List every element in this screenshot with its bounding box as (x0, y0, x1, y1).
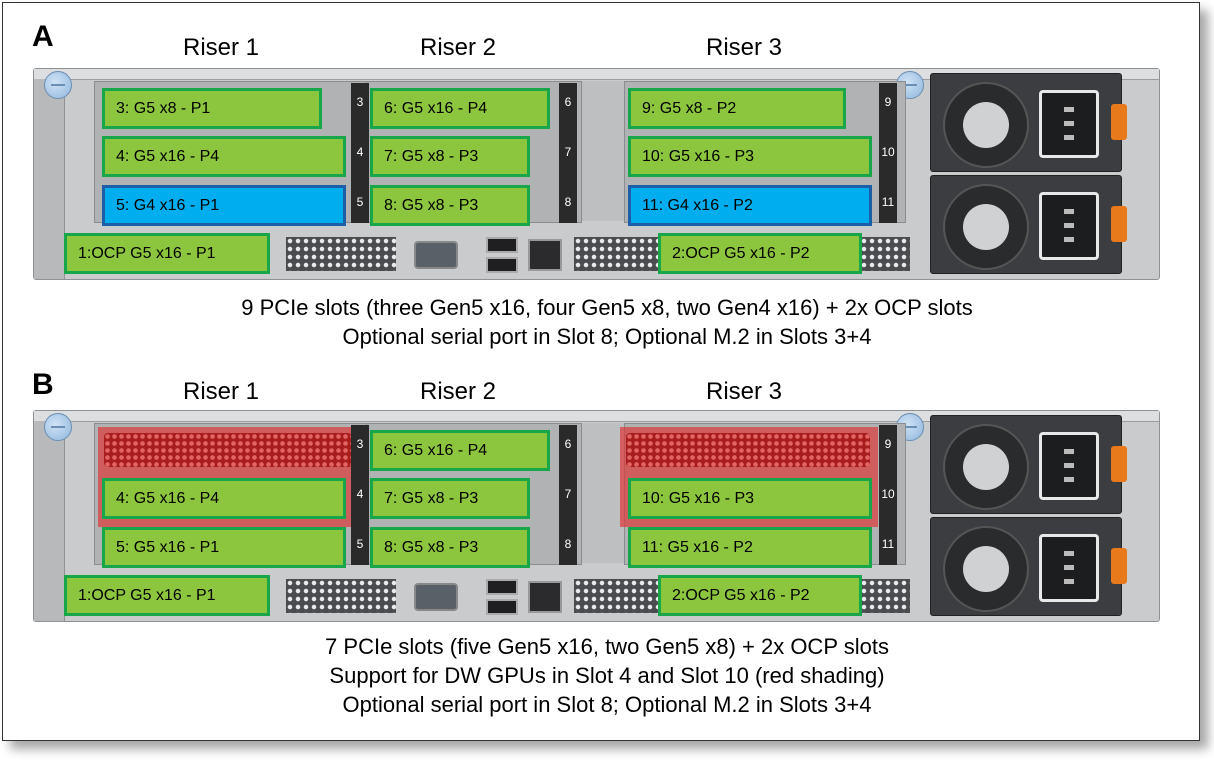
vent-grille (286, 579, 396, 613)
panel-a-slot-11: 11: G4 x16 - P2 (628, 185, 872, 226)
panel-b-slot-4: 4: G5 x16 - P4 (102, 478, 346, 519)
slot-number: 3 (356, 95, 364, 109)
panel-b-slot-5: 5: G5 x16 - P1 (102, 527, 346, 568)
riser-3-slot-strip: 9 10 11 (879, 425, 897, 565)
power-supply-icon (930, 175, 1127, 274)
center-panel (582, 423, 624, 563)
ethernet-port-icon (528, 239, 562, 271)
chassis-left-ear (34, 79, 65, 279)
power-inlet-icon (1039, 534, 1099, 602)
usb-port-icon (486, 237, 518, 253)
panel-b-caption-line-2: Support for DW GPUs in Slot 4 and Slot 1… (329, 663, 885, 688)
power-supply-icon (930, 415, 1127, 514)
panel-b-slot-6: 6: G5 x16 - P4 (370, 430, 550, 471)
riser-1-slot-strip: 3 4 5 (351, 425, 369, 565)
vga-port-icon (414, 583, 458, 611)
slot-number: 7 (564, 487, 572, 501)
panel-b-slot-10: 10: G5 x16 - P3 (628, 478, 872, 519)
slot-number: 6 (564, 437, 572, 451)
panel-a-slot-7: 7: G5 x8 - P3 (370, 136, 530, 177)
psu-latch[interactable] (1111, 446, 1127, 482)
panel-a-slot-10: 10: G5 x16 - P3 (628, 136, 872, 177)
center-panel (582, 81, 624, 221)
slot-number: 8 (564, 195, 572, 209)
panel-b-slot-8: 8: G5 x8 - P3 (370, 527, 530, 568)
panel-b-ocp-slot-2: 2:OCP G5 x16 - P2 (658, 575, 862, 616)
vent-grille (574, 579, 658, 613)
slot-number: 10 (881, 145, 895, 159)
chassis-left-ear (34, 421, 65, 621)
panel-a-slot-8: 8: G5 x8 - P3 (370, 185, 530, 226)
slot-number: 10 (881, 487, 895, 501)
panel-b-label: B (32, 368, 54, 401)
panel-a-slot-3: 3: G5 x8 - P1 (102, 88, 322, 129)
power-inlet-icon (1039, 192, 1099, 260)
ethernet-port-icon (528, 581, 562, 613)
psu-latch[interactable] (1111, 104, 1127, 140)
panel-a-riser-3-label: Riser 3 (706, 34, 783, 61)
slot-number: 11 (881, 195, 895, 209)
thumbscrew-icon (44, 71, 72, 99)
fan-icon (943, 184, 1029, 270)
slot-number: 3 (356, 437, 364, 451)
panel-a-caption-line-1: 9 PCIe slots (three Gen5 x16, four Gen5 … (241, 295, 973, 320)
slot-number: 9 (884, 437, 892, 451)
panel-b-ocp-slot-1: 1:OCP G5 x16 - P1 (64, 575, 270, 616)
slot-number: 6 (564, 95, 572, 109)
panel-a-ocp-slot-1: 1:OCP G5 x16 - P1 (64, 233, 270, 274)
panel-a-slot-9: 9: G5 x8 - P2 (628, 88, 846, 129)
panel-b-caption-line-1: 7 PCIe slots (five Gen5 x16, two Gen5 x8… (325, 634, 889, 659)
chassis-top-rail (34, 411, 1159, 422)
panel-b-caption: 7 PCIe slots (five Gen5 x16, two Gen5 x8… (0, 632, 1214, 719)
panel-b-riser-3-label: Riser 3 (706, 378, 783, 405)
slot-number: 11 (881, 537, 895, 551)
slot-number: 7 (564, 145, 572, 159)
chassis-top-rail (34, 69, 1159, 80)
slot-number: 5 (356, 537, 364, 551)
power-supply-icon (930, 517, 1127, 616)
usb-port-icon (486, 599, 518, 615)
gpu-mesh (626, 433, 870, 467)
vga-port-icon (414, 241, 458, 269)
panel-b-riser-2-label: Riser 2 (420, 378, 497, 405)
fan-icon (943, 526, 1029, 612)
riser-1-slot-strip: 3 4 5 (351, 83, 369, 223)
panel-a-slot-5: 5: G4 x16 - P1 (102, 185, 346, 226)
fan-icon (943, 82, 1029, 168)
fan-icon (943, 424, 1029, 510)
panel-a-slot-6: 6: G5 x16 - P4 (370, 88, 550, 129)
slot-number: 4 (356, 145, 364, 159)
vent-grille (860, 579, 910, 613)
panel-b-slot-11: 11: G5 x16 - P2 (628, 527, 872, 568)
panel-a-riser-1-label: Riser 1 (183, 34, 260, 61)
thumbscrew-icon (44, 413, 72, 441)
panel-a-caption: 9 PCIe slots (three Gen5 x16, four Gen5 … (0, 293, 1214, 351)
usb-port-icon (486, 579, 518, 595)
slot-number: 9 (884, 95, 892, 109)
panel-a-label: A (32, 20, 54, 53)
panel-a-riser-2-label: Riser 2 (420, 34, 497, 61)
panel-a-ocp-slot-2: 2:OCP G5 x16 - P2 (658, 233, 862, 274)
psu-latch[interactable] (1111, 206, 1127, 242)
riser-2-slot-strip: 6 7 8 (559, 425, 577, 565)
panel-a-slot-4: 4: G5 x16 - P4 (102, 136, 346, 177)
psu-latch[interactable] (1111, 548, 1127, 584)
riser-3-slot-strip: 9 10 11 (879, 83, 897, 223)
slot-number: 5 (356, 195, 364, 209)
power-inlet-icon (1039, 432, 1099, 500)
panel-b-caption-line-3: Optional serial port in Slot 8; Optional… (342, 692, 872, 717)
slot-number: 4 (356, 487, 364, 501)
slot-number: 8 (564, 537, 572, 551)
vent-grille (574, 237, 658, 271)
usb-port-icon (486, 257, 518, 273)
riser-2-slot-strip: 6 7 8 (559, 83, 577, 223)
gpu-mesh (104, 433, 352, 467)
vent-grille (860, 237, 910, 271)
power-inlet-icon (1039, 90, 1099, 158)
panel-a-caption-line-2: Optional serial port in Slot 8; Optional… (342, 324, 872, 349)
panel-b-slot-7: 7: G5 x8 - P3 (370, 478, 530, 519)
panel-b-riser-1-label: Riser 1 (183, 378, 260, 405)
power-supply-icon (930, 73, 1127, 172)
vent-grille (286, 237, 396, 271)
